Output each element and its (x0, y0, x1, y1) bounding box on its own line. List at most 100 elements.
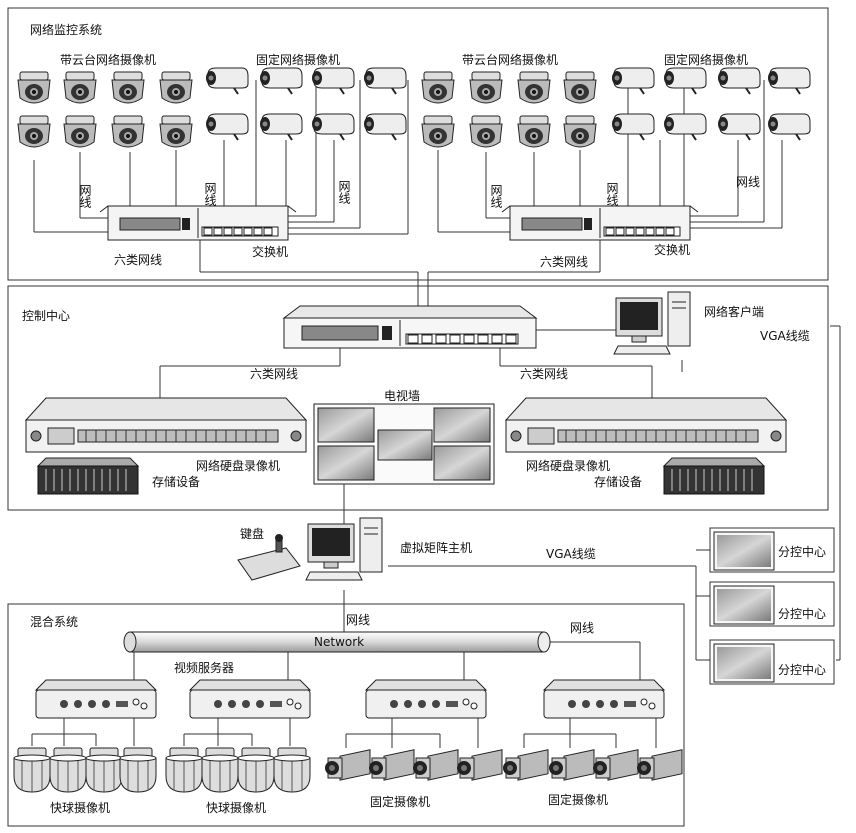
label-cat6-cable: 六类网线 (114, 253, 162, 267)
label-net-cable-v: 网线 (489, 184, 503, 208)
label-network-client: 网络客户端 (704, 304, 764, 319)
speed-dome-group-1 (13, 747, 157, 793)
section-hybrid-title: 混合系统 (30, 614, 78, 629)
fixed-network-camera (611, 113, 655, 141)
speed-dome-camera (119, 747, 157, 793)
tv-wall (313, 403, 495, 485)
monitor-wiring (33, 80, 783, 306)
label-sub-control: 分控中心 (778, 606, 826, 621)
label-speed-dome: 快球摄像机 (50, 800, 110, 815)
fixed-network-camera (363, 113, 407, 141)
ptz-camera (421, 71, 455, 104)
label-tv-wall: 电视墙 (384, 388, 420, 403)
network-client-pc (613, 291, 691, 355)
label-speed-dome: 快球摄像机 (206, 800, 266, 815)
fixed-network-camera (717, 67, 761, 95)
label-matrix-host: 虚拟矩阵主机 (400, 541, 472, 555)
ptz-camera (111, 115, 145, 148)
ptz-camera (563, 115, 597, 148)
speed-dome-camera (273, 747, 311, 793)
sub-control-screen (713, 585, 775, 625)
fixed-network-camera (663, 113, 707, 141)
storage-right (663, 457, 765, 495)
fixed-network-camera-group-left (205, 67, 407, 141)
network-pipe (123, 631, 551, 653)
fixed-camera (368, 749, 415, 781)
fixed-network-camera (611, 67, 655, 95)
fixed-network-camera (259, 67, 303, 95)
label-fixed-network-camera-right: 固定网络摄像机 (664, 52, 748, 67)
label-net-cable-v: 网线 (78, 184, 92, 208)
fixed-network-camera (717, 113, 761, 141)
fixed-network-camera (205, 67, 249, 95)
speed-dome-camera (165, 747, 203, 793)
section-control-center-title: 控制中心 (22, 308, 70, 323)
label-switch: 交换机 (252, 244, 288, 259)
fixed-camera (636, 749, 683, 781)
speed-dome-camera (49, 747, 87, 793)
nvr-right (505, 397, 787, 453)
fixed-network-camera (205, 113, 249, 141)
sub-control-group (709, 527, 835, 685)
video-server (189, 679, 311, 719)
ptz-camera (17, 115, 51, 148)
video-server (35, 679, 157, 719)
section-network-monitor-title: 网络监控系统 (30, 22, 102, 37)
video-server (543, 679, 665, 719)
fixed-camera (412, 749, 459, 781)
fixed-network-camera (363, 67, 407, 95)
label-vga-cable: VGA线缆 (546, 547, 596, 561)
fixed-camera-group-2 (502, 749, 683, 781)
label-net-cable: 网线 (570, 621, 594, 635)
sub-control-screen (713, 643, 775, 683)
label-cat6-cable: 六类网线 (540, 255, 588, 269)
ptz-camera (159, 71, 193, 104)
video-server (365, 679, 487, 719)
label-storage: 存储设备 (152, 474, 200, 489)
label-fixed-camera: 固定摄像机 (370, 794, 430, 809)
ptz-camera (421, 115, 455, 148)
hybrid-frame (7, 603, 685, 827)
label-sub-control: 分控中心 (778, 662, 826, 677)
fixed-camera (592, 749, 639, 781)
fixed-network-camera (767, 67, 811, 95)
fixed-network-camera (311, 67, 355, 95)
label-ptz-camera-right: 带云台网络摄像机 (462, 52, 558, 67)
ptz-camera (63, 71, 97, 104)
fixed-network-camera-group-right (611, 67, 811, 141)
fixed-camera (548, 749, 595, 781)
fixed-network-camera (663, 67, 707, 95)
speed-dome-camera (85, 747, 123, 793)
label-ptz-camera-left: 带云台网络摄像机 (60, 52, 156, 67)
fixed-network-camera (767, 113, 811, 141)
label-cat6-cable: 六类网线 (520, 367, 568, 381)
fixed-network-camera (259, 113, 303, 141)
label-net-cable-v: 网线 (337, 180, 351, 204)
nvr-left (25, 397, 307, 453)
storage-left (37, 457, 139, 495)
ptz-camera-group-left (17, 71, 193, 148)
label-sub-control: 分控中心 (778, 544, 826, 559)
label-storage: 存储设备 (594, 474, 642, 489)
label-fixed-camera: 固定摄像机 (548, 792, 608, 807)
label-switch: 交换机 (654, 242, 690, 257)
label-net-cable-v: 网线 (203, 182, 217, 206)
fixed-camera-group-1 (324, 749, 503, 781)
speed-dome-camera (201, 747, 239, 793)
ptz-camera (63, 115, 97, 148)
label-net-cable: 网线 (736, 175, 760, 189)
label-video-server: 视频服务器 (174, 660, 234, 675)
ptz-camera (469, 71, 503, 104)
label-vga-cable: VGA线缆 (760, 329, 810, 343)
label-net-cable: 网线 (346, 613, 370, 627)
matrix-host-pc (305, 517, 383, 581)
label-nvr: 网络硬盘录像机 (526, 458, 610, 473)
label-nvr: 网络硬盘录像机 (196, 458, 280, 473)
switch-left (99, 205, 297, 241)
ptz-camera (563, 71, 597, 104)
ptz-camera-group-right (421, 71, 597, 148)
speed-dome-camera (237, 747, 275, 793)
label-fixed-network-camera-left: 固定网络摄像机 (256, 52, 340, 67)
fixed-camera (502, 749, 549, 781)
